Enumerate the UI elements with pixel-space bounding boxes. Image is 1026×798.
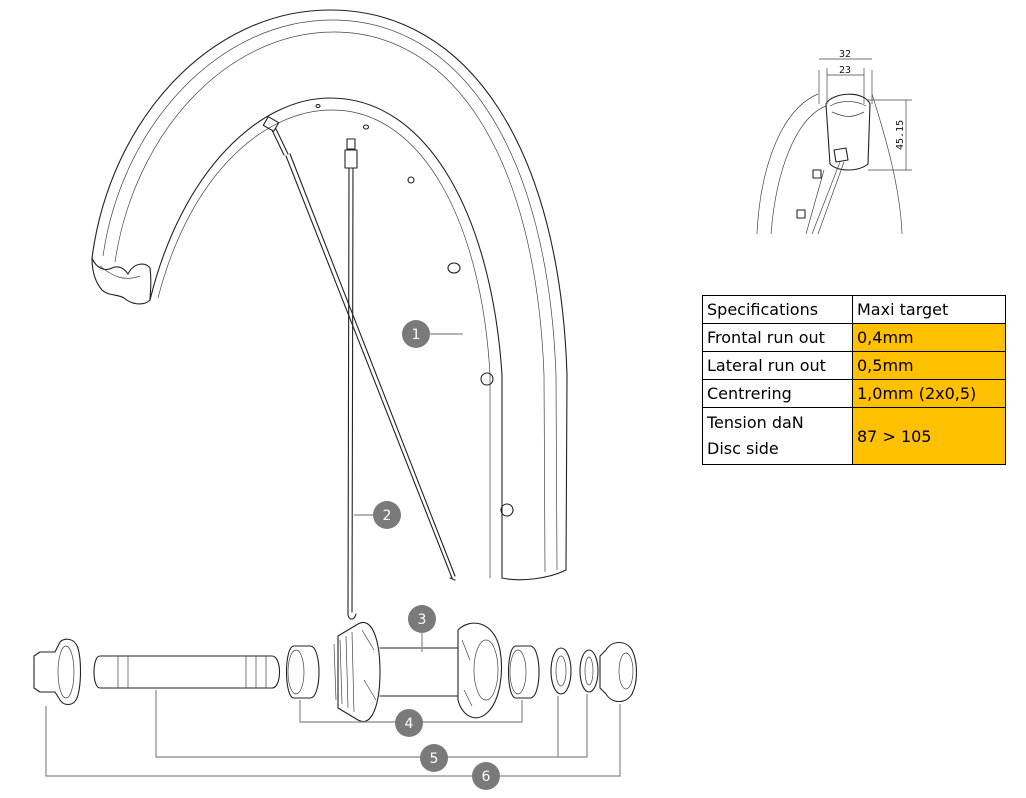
row-label-line-2: Disc side: [707, 439, 779, 458]
row-label: Lateral run out: [702, 351, 853, 380]
row-label: Frontal run out: [702, 323, 853, 352]
rim-profile-inset: 32 23 45.15: [756, 49, 912, 235]
svg-text:2: 2: [383, 508, 392, 524]
dimension-inner-width: 23: [839, 65, 851, 76]
callout-5: 5: [420, 744, 448, 772]
callout-1: 1: [402, 320, 430, 348]
dimension-height: 45.15: [895, 120, 906, 150]
header-specifications: Specifications: [702, 295, 853, 324]
rim-drawing: [91, 9, 568, 581]
table-row: Lateral run out 0,5mm: [702, 351, 1006, 380]
svg-text:1: 1: [412, 327, 421, 343]
table-row: Tension daN Disc side 87 > 105: [702, 407, 1006, 465]
row-label: Centrering: [702, 379, 853, 408]
callout-6: 6: [472, 762, 500, 790]
table-header-row: Specifications Maxi target: [702, 295, 1006, 324]
dimension-outer-width: 32: [839, 49, 851, 60]
leader-lines: [45, 333, 621, 777]
table-row: Frontal run out 0,4mm: [702, 323, 1006, 352]
spokes-drawing: [262, 116, 456, 620]
svg-text:6: 6: [482, 769, 491, 785]
callout-2: 2: [373, 501, 401, 529]
svg-text:5: 5: [430, 751, 439, 767]
hub-assembly-drawing: [33, 621, 638, 723]
callout-4: 4: [395, 709, 423, 737]
row-value: 87 > 105: [852, 407, 1006, 465]
specifications-table: Specifications Maxi target Frontal run o…: [702, 295, 1006, 465]
table-row: Centrering 1,0mm (2x0,5): [702, 379, 1006, 408]
header-maxi-target: Maxi target: [852, 295, 1006, 324]
row-value: 1,0mm (2x0,5): [852, 379, 1006, 408]
callout-3: 3: [408, 605, 436, 633]
row-value: 0,4mm: [852, 323, 1006, 352]
row-value: 0,5mm: [852, 351, 1006, 380]
svg-text:4: 4: [405, 716, 414, 732]
svg-text:3: 3: [418, 612, 427, 628]
row-label-line-1: Tension daN: [707, 413, 804, 432]
row-label: Tension daN Disc side: [702, 407, 853, 465]
